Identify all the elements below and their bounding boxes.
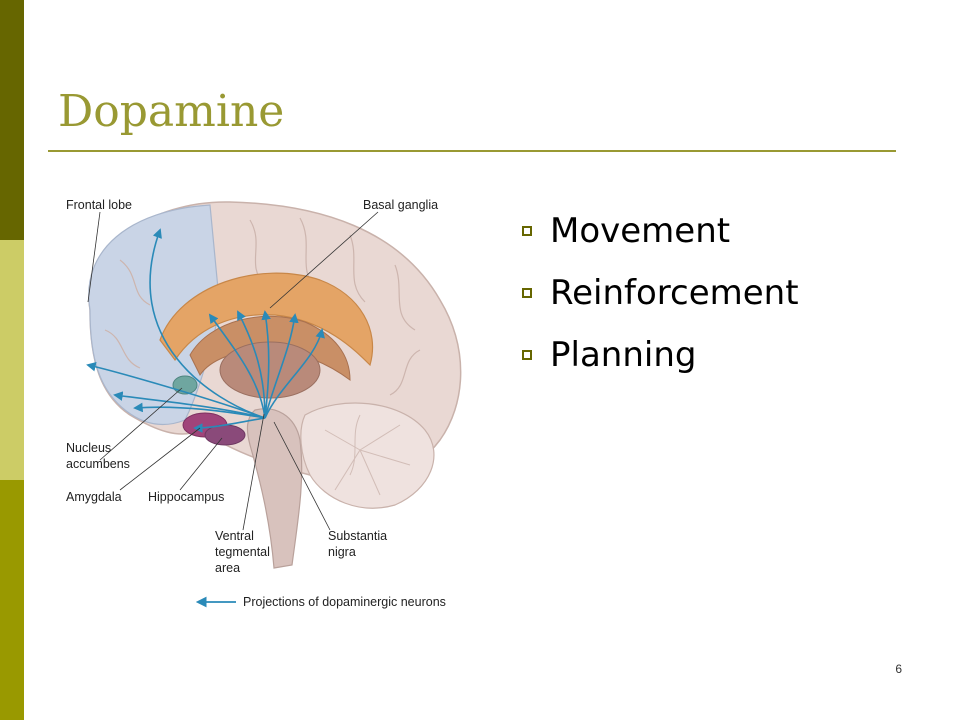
thalamus-shape <box>219 341 321 399</box>
label-frontal-lobe: Frontal lobe <box>66 198 132 212</box>
dopamine-projections <box>86 228 325 433</box>
bullet-item: Planning <box>522 324 799 386</box>
sidebar-band-dark <box>0 0 24 240</box>
label-basal-ganglia: Basal ganglia <box>363 198 438 212</box>
bullet-text: Reinforcement <box>550 273 799 313</box>
label-amygdala: Amygdala <box>66 490 122 504</box>
label-substantia-2: nigra <box>328 545 356 559</box>
brain-illustration: Frontal lobe Basal ganglia Nucleus accum… <box>66 198 462 609</box>
square-bullet-icon <box>522 288 532 298</box>
hippocampus-shape <box>204 424 246 446</box>
cerebellum-folia <box>324 414 411 496</box>
bullet-list: Movement Reinforcement Planning <box>522 200 799 386</box>
label-nucleus-accumbens-2: accumbens <box>66 457 130 471</box>
bullet-text: Planning <box>550 335 697 375</box>
square-bullet-icon <box>522 350 532 360</box>
cerebellum-shape <box>300 402 435 509</box>
label-vta-2: tegmental <box>215 545 270 559</box>
label-vta-3: area <box>215 561 240 575</box>
label-substantia-1: Substantia <box>328 529 387 543</box>
bullet-item: Reinforcement <box>522 262 799 324</box>
slide-sidebar <box>0 0 24 720</box>
bullet-text: Movement <box>550 211 731 251</box>
slide-title: Dopamine <box>58 86 285 137</box>
title-underline <box>48 150 896 152</box>
legend-text: Projections of dopaminergic neurons <box>243 595 446 609</box>
bullet-item: Movement <box>522 200 799 262</box>
page-number: 6 <box>895 662 902 676</box>
label-hippocampus: Hippocampus <box>148 490 224 504</box>
corpus-callosum <box>159 272 374 367</box>
sidebar-band-light <box>0 240 24 480</box>
leader-lines <box>87 211 379 531</box>
brain-diagram: Frontal lobe Basal ganglia Nucleus accum… <box>60 190 480 620</box>
label-nucleus-accumbens-1: Nucleus <box>66 441 111 455</box>
label-vta-1: Ventral <box>215 529 254 543</box>
sidebar-band-mid <box>0 480 24 720</box>
square-bullet-icon <box>522 226 532 236</box>
